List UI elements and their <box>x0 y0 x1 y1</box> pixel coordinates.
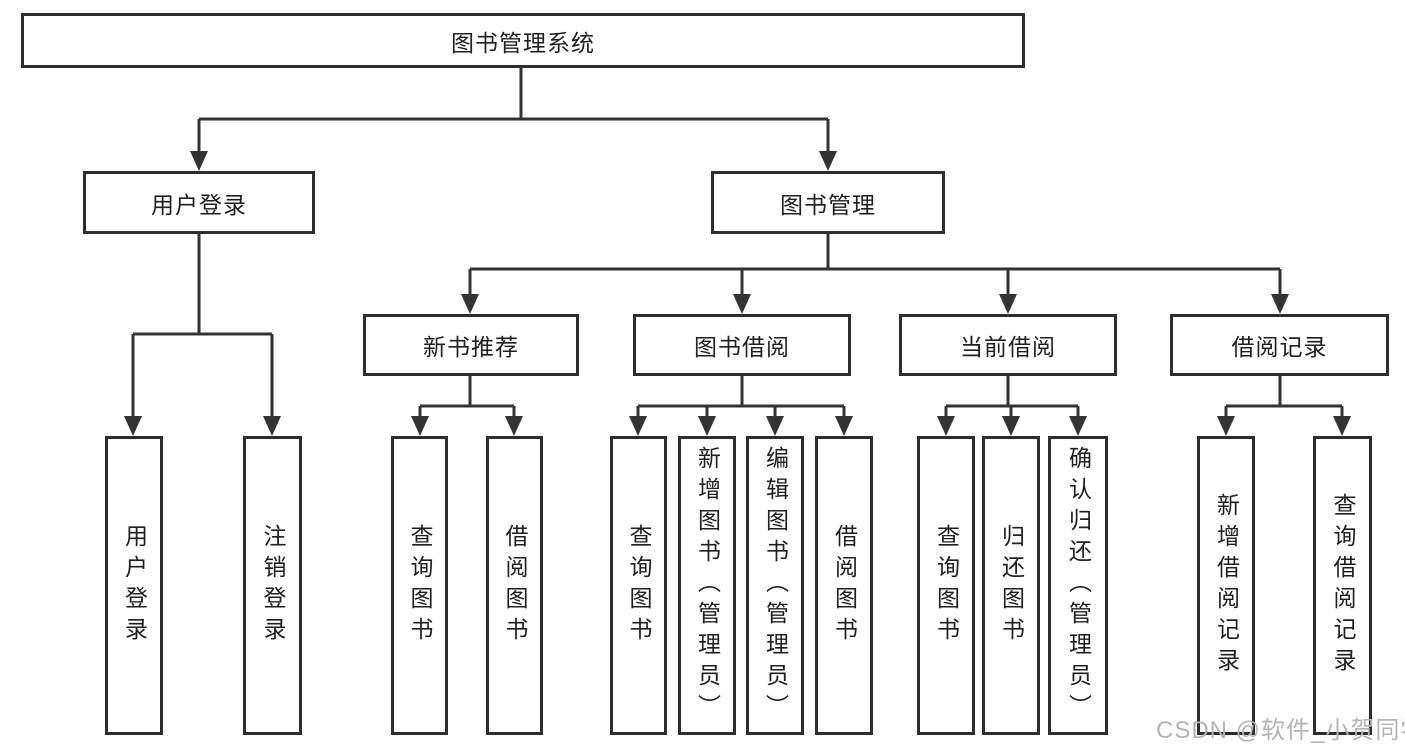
node-label: 借阅记录 <box>1232 328 1328 362</box>
leaf-nb-borrow-books: 借阅图书 <box>486 436 543 735</box>
node-label: 编辑图书（管理员） <box>764 446 787 725</box>
node-library-system: 图书管理系统 <box>21 13 1025 68</box>
node-book-mgmt: 图书管理 <box>711 171 945 234</box>
node-label: 用户登录 <box>151 186 247 220</box>
node-label: 确认归还（管理员） <box>1067 446 1090 725</box>
node-label: 新增图书（管理员） <box>696 446 719 725</box>
node-label: 查询借阅记录 <box>1331 493 1354 679</box>
watermark: CSDN @软件_小贺同学 <box>1156 710 1405 745</box>
node-borrow-records: 借阅记录 <box>1170 314 1389 376</box>
leaf-cb-return-books: 归还图书 <box>982 436 1040 735</box>
leaf-bb-add-books: 新增图书（管理员） <box>678 436 736 735</box>
node-label: 用户登录 <box>123 524 146 648</box>
leaf-user-login: 用户登录 <box>105 436 163 735</box>
node-label: 借阅图书 <box>833 524 856 648</box>
node-label: 当前借阅 <box>960 328 1056 362</box>
leaf-br-add-record: 新增借阅记录 <box>1197 436 1255 735</box>
node-label: 新增借阅记录 <box>1215 493 1238 679</box>
node-label: 新书推荐 <box>423 328 519 362</box>
node-label: 归还图书 <box>1000 524 1023 648</box>
node-label: 查询图书 <box>935 524 958 648</box>
leaf-br-query-record: 查询借阅记录 <box>1313 436 1372 735</box>
node-label: 图书管理 <box>780 186 876 220</box>
leaf-bb-borrow-books: 借阅图书 <box>815 436 873 735</box>
node-label: 查询图书 <box>408 524 431 648</box>
node-book-borrow: 图书借阅 <box>633 314 851 376</box>
node-current-borrow: 当前借阅 <box>899 314 1117 376</box>
node-new-books: 新书推荐 <box>363 314 579 376</box>
leaf-nb-query-books: 查询图书 <box>391 436 448 735</box>
leaf-cb-confirm-return: 确认归还（管理员） <box>1048 436 1108 735</box>
leaf-bb-edit-books: 编辑图书（管理员） <box>746 436 804 735</box>
leaf-bb-query-books: 查询图书 <box>610 436 667 735</box>
node-label: 借阅图书 <box>503 524 526 648</box>
node-label: 查询图书 <box>627 524 650 648</box>
node-label: 注销登录 <box>261 524 284 648</box>
node-user-login: 用户登录 <box>83 171 315 234</box>
node-label: 图书管理系统 <box>451 24 595 58</box>
leaf-logout: 注销登录 <box>243 436 302 735</box>
node-label: 图书借阅 <box>694 328 790 362</box>
leaf-cb-query-books: 查询图书 <box>917 436 975 735</box>
